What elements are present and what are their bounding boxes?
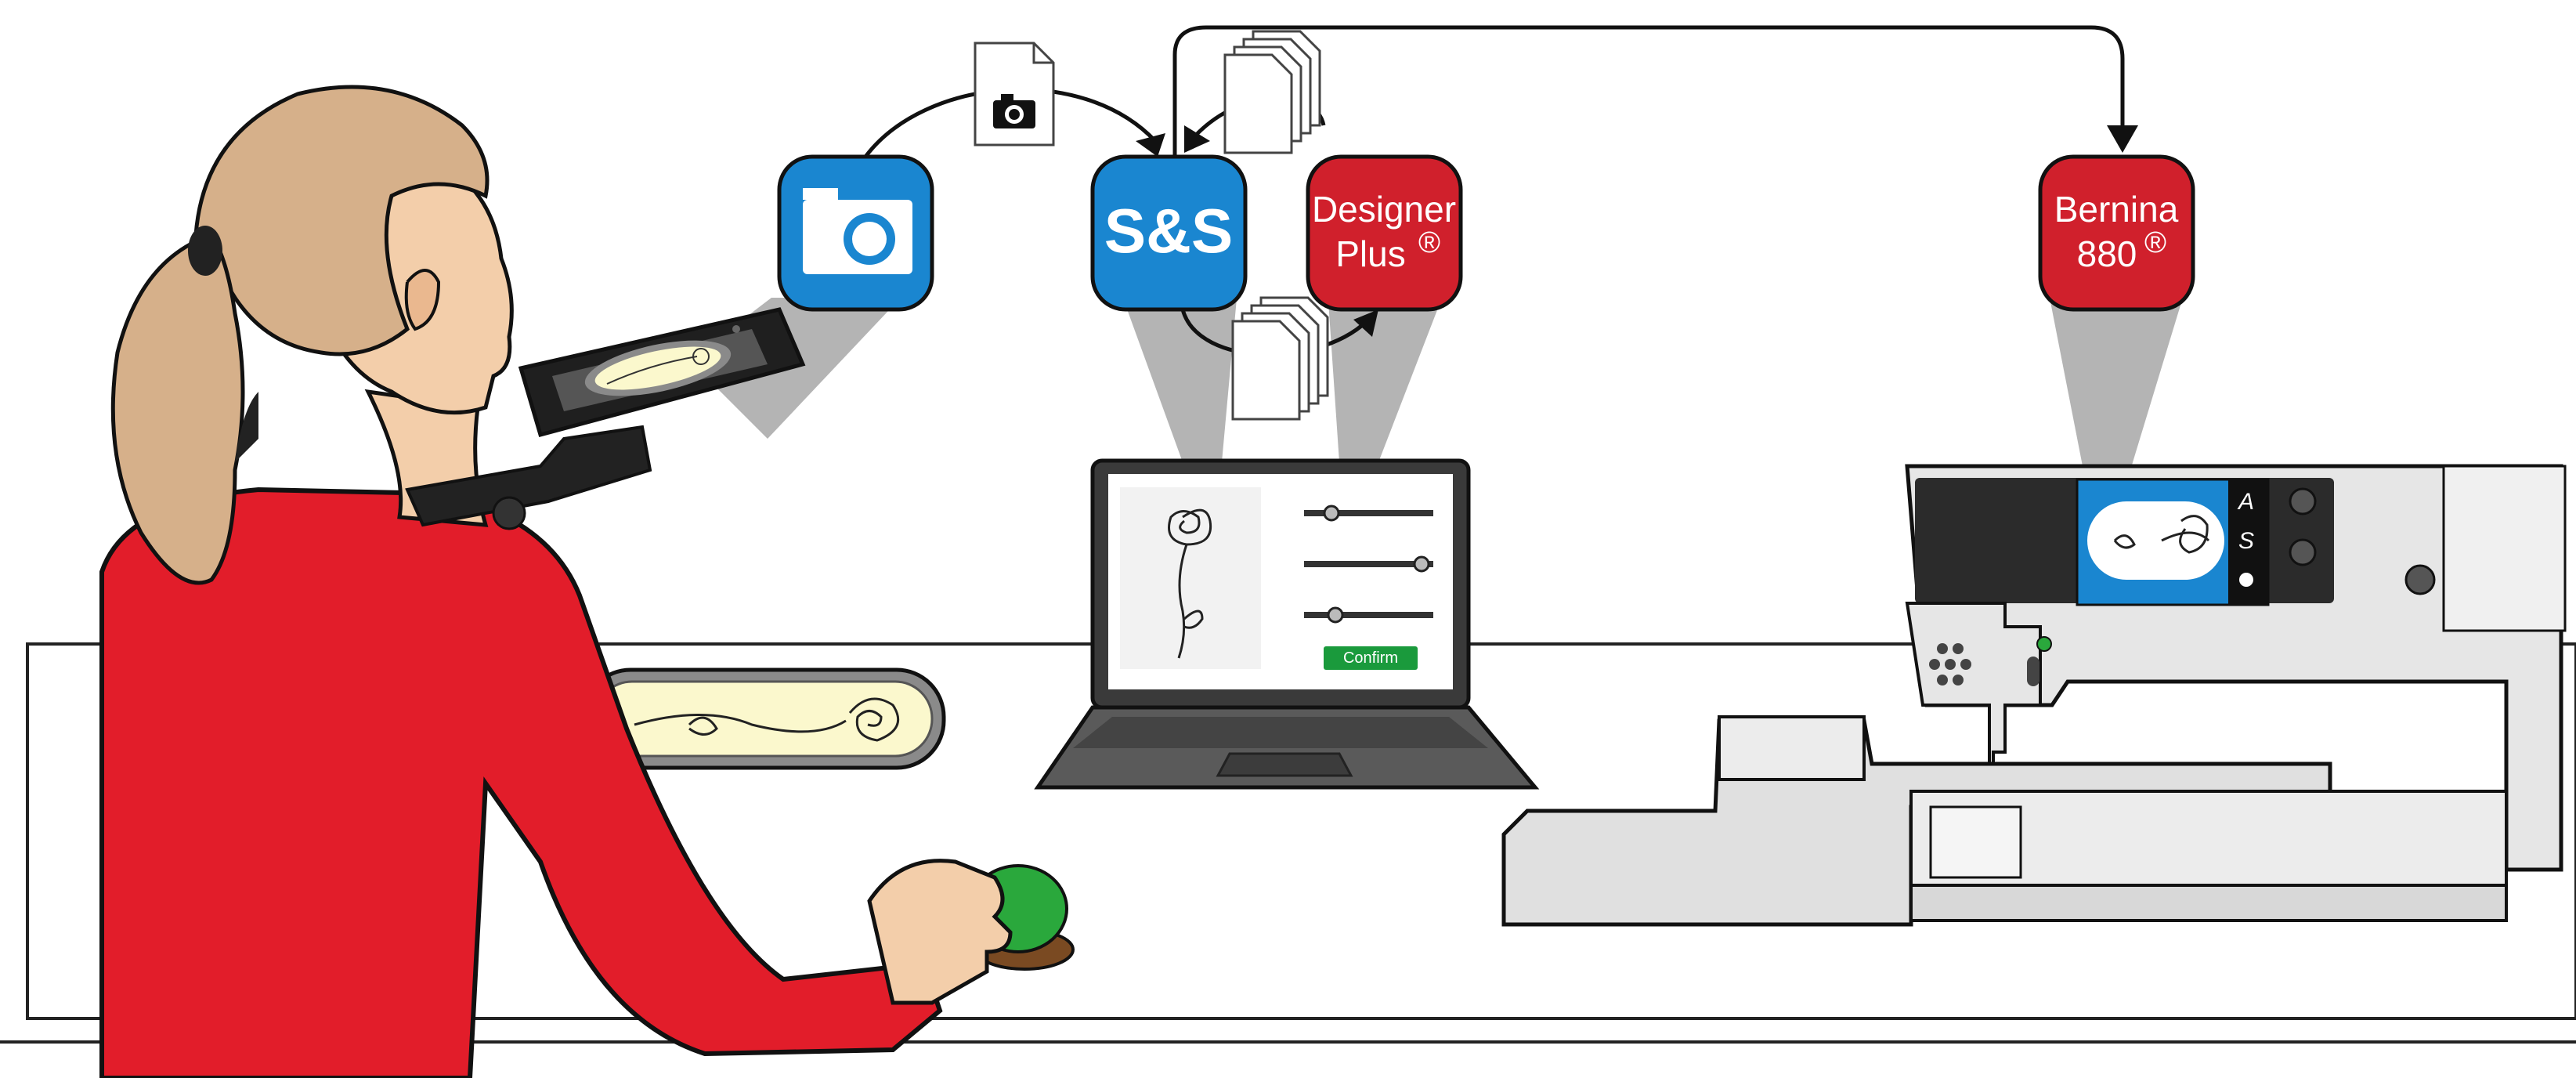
ss-app-icon: S&S <box>1090 154 1248 312</box>
svg-text:S: S <box>2238 528 2254 554</box>
rose-sketch <box>1168 508 1212 659</box>
phone-preview <box>584 340 732 396</box>
camera-app-icon <box>777 154 934 312</box>
designer-plus-label-line2: Plus <box>1335 233 1405 274</box>
slider-handles[interactable] <box>1323 505 1430 624</box>
registered-mark: ® <box>1418 226 1440 259</box>
person <box>99 85 1013 1078</box>
document-stack-icon <box>1231 296 1329 421</box>
camera-icon <box>803 188 912 274</box>
projection-beams <box>689 290 2185 470</box>
arrow-heads <box>1136 125 2138 337</box>
confirm-button-label: Confirm <box>1343 649 1398 667</box>
ss-app-label: S&S <box>1104 196 1234 266</box>
designer-plus-app-icon: Designer Plus ® <box>1306 154 1463 312</box>
document-stack-icon <box>1223 30 1321 154</box>
bernina-880-app-icon: Bernina 880 ® <box>2038 154 2195 312</box>
photo-file-icon <box>974 42 1055 147</box>
confirm-button[interactable] <box>1324 646 1418 670</box>
embroidery-machine: A S <box>1501 464 2567 927</box>
bernina-label-line1: Bernina <box>2054 189 2179 230</box>
registered-mark: ® <box>2144 226 2166 259</box>
phone-mount <box>405 307 806 530</box>
svg-text:A: A <box>2237 489 2254 515</box>
bernina-label-line2: 880 <box>2077 233 2137 274</box>
laptop: Confirm <box>1034 458 1540 790</box>
designer-plus-label-line1: Designer <box>1312 189 1456 230</box>
embroidery-hoop <box>581 667 946 770</box>
